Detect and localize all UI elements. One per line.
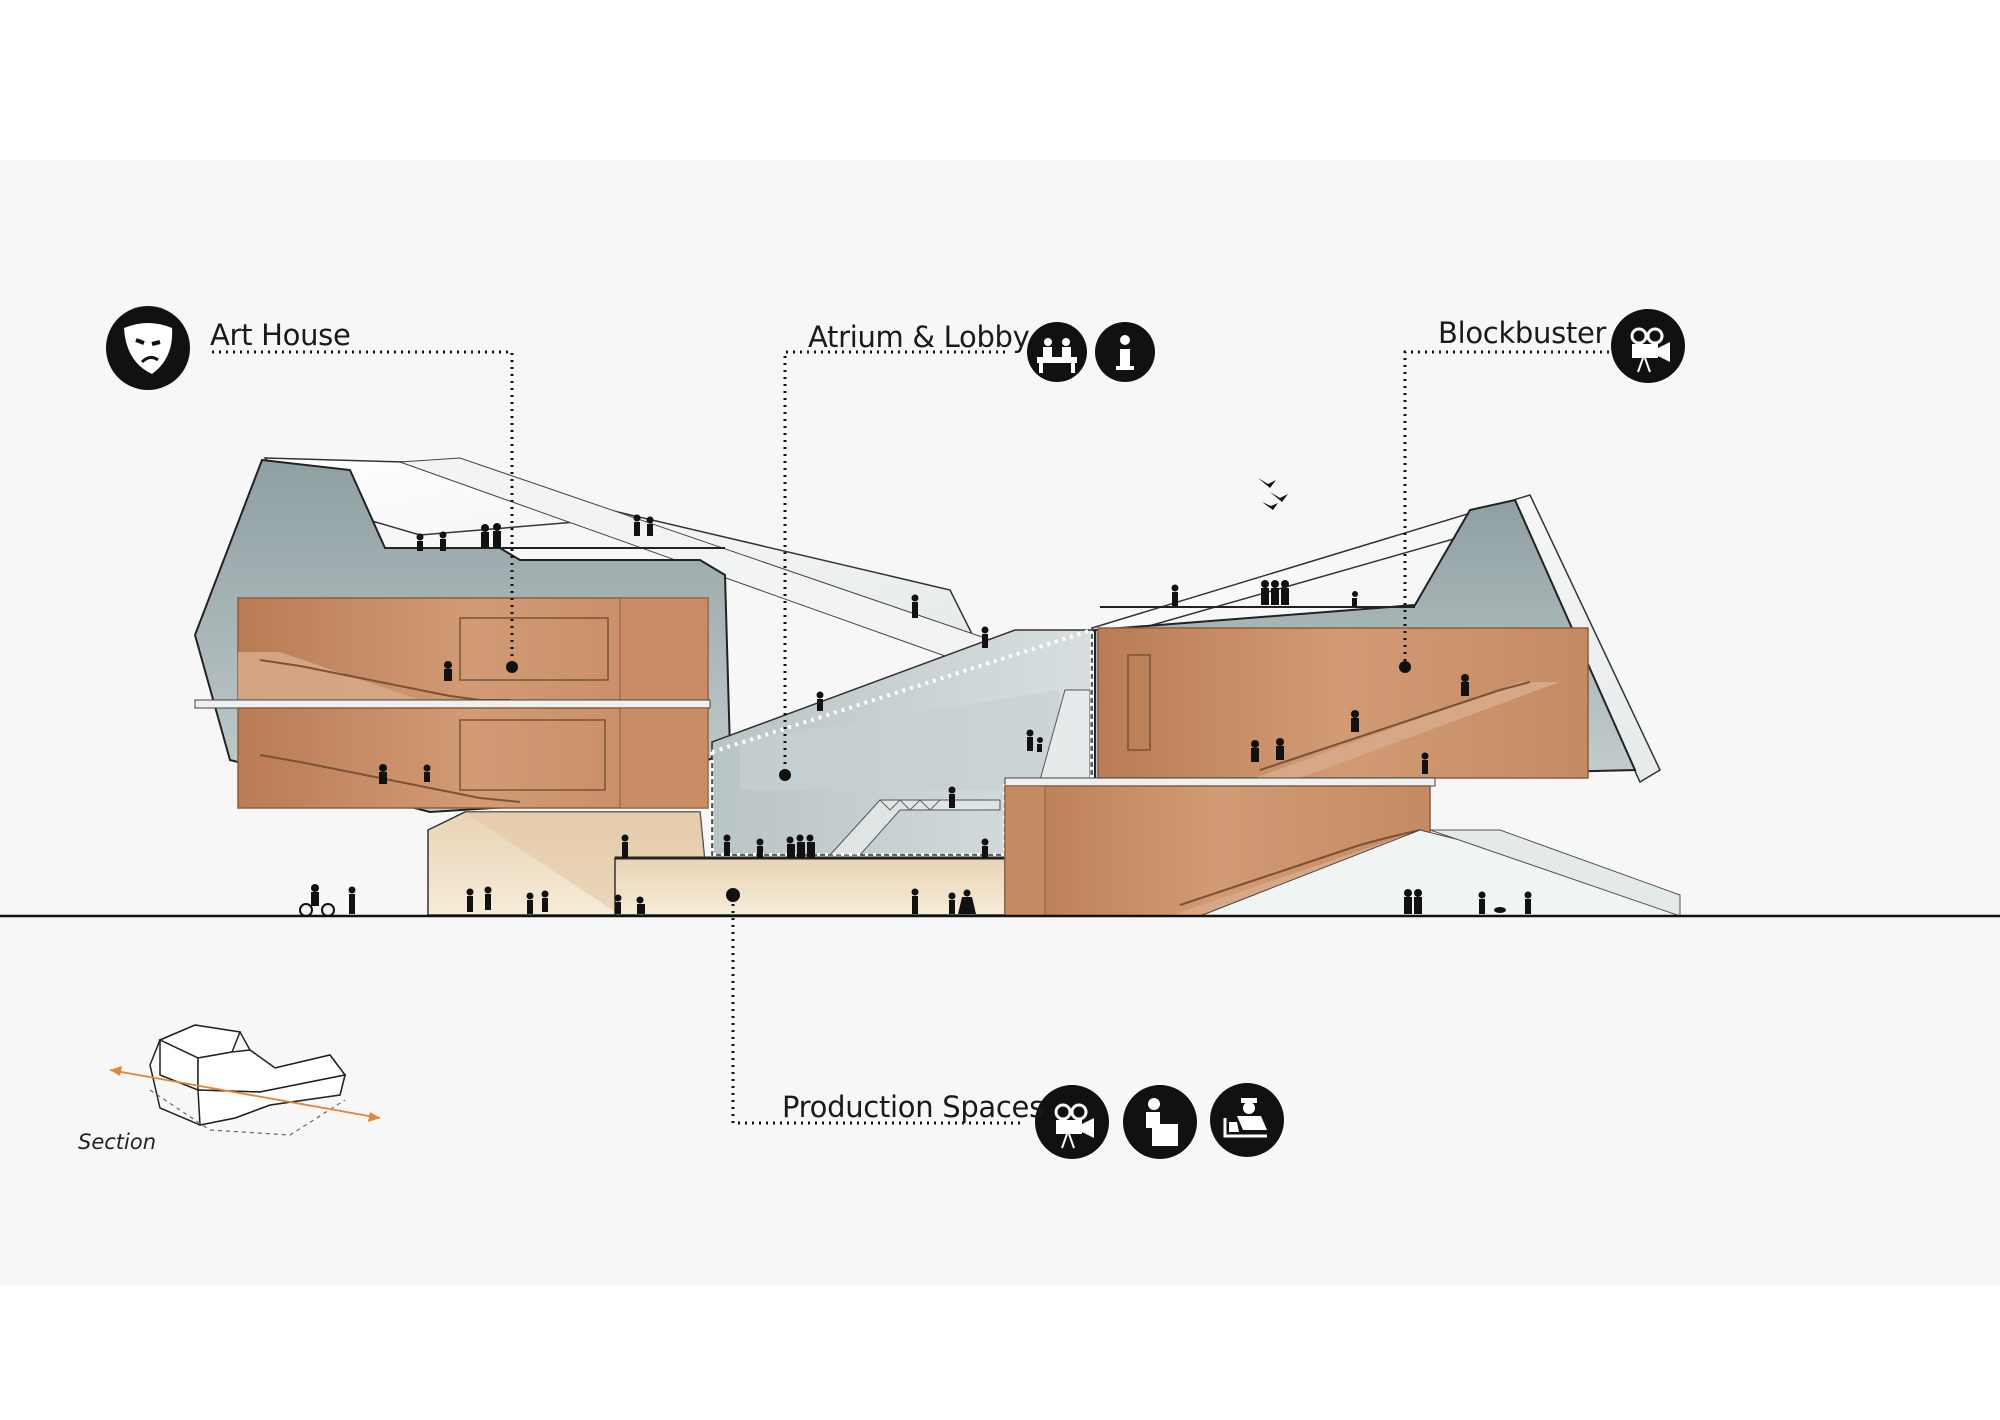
production-spaces-label: Production Spaces (782, 1090, 1044, 1124)
leader-dots (506, 661, 1411, 902)
atrium-lobby-label: Atrium & Lobby (808, 320, 1030, 354)
film-camera-icon (1611, 309, 1685, 383)
person-at-desk-icon (1123, 1085, 1197, 1159)
section-key-plan (109, 1024, 381, 1136)
leader-lines (212, 350, 1665, 1125)
blockbuster-volume (1004, 494, 1681, 917)
section-caption: Section (78, 1130, 157, 1154)
film-camera-icon (1035, 1085, 1109, 1159)
reception-desk-icon (1027, 322, 1087, 382)
art-house-label: Art House (210, 318, 351, 352)
theater-mask-icon (106, 306, 190, 390)
people-silhouettes (299, 478, 1532, 917)
atrium-volume (614, 627, 1094, 916)
art-house-volume (193, 457, 1022, 916)
blockbuster-label: Blockbuster (1438, 316, 1607, 350)
security-guard-icon (1210, 1083, 1284, 1157)
info-icon (1095, 322, 1155, 382)
